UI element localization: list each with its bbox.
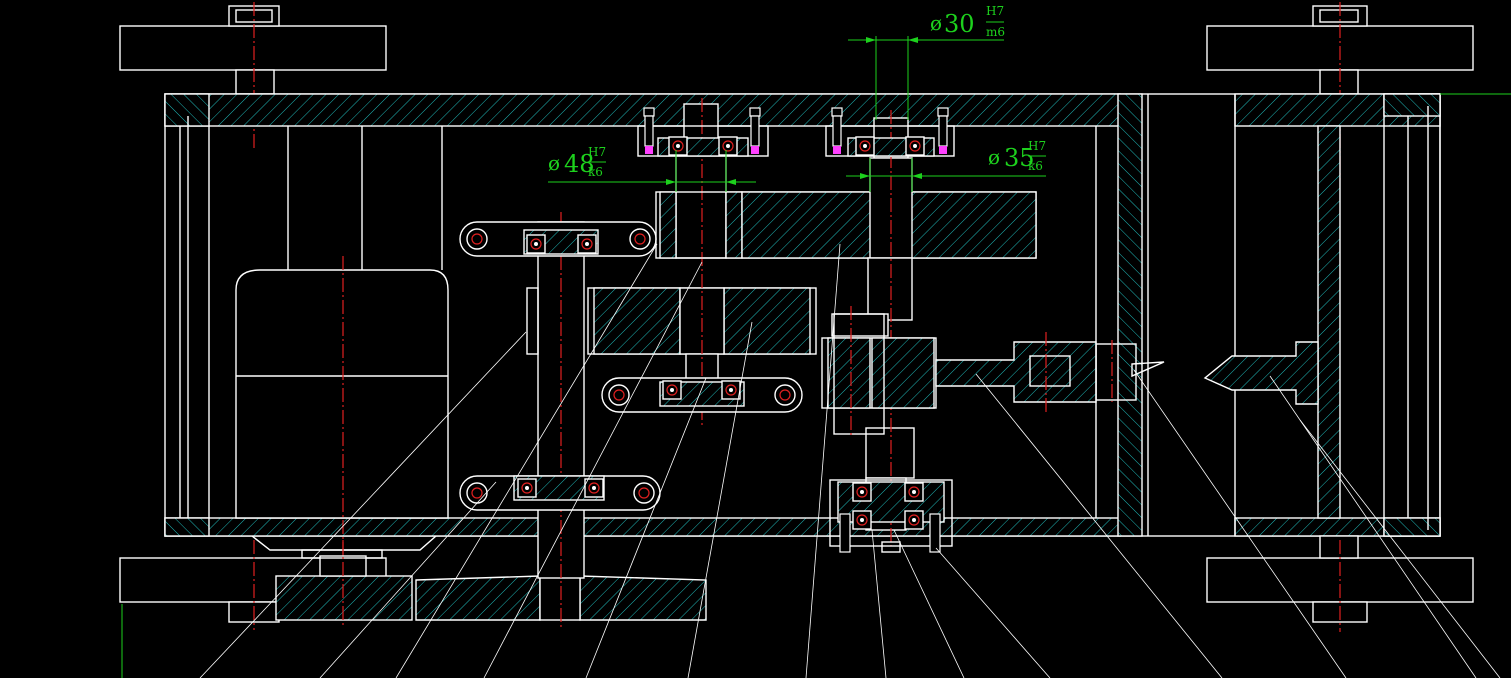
main-frame (164, 93, 1441, 537)
leader-lines (199, 243, 1501, 678)
dim-d48-upper: H7 (588, 145, 606, 159)
right-bottom-wheel (1206, 535, 1474, 632)
upper-gear (655, 191, 1037, 259)
dimension-d35: 35 ø H7 k6 (846, 139, 1046, 192)
dim-d30-upper: H7 (986, 4, 1004, 18)
shaft-3 (825, 107, 955, 553)
dim-d35-prefix: ø (988, 145, 1000, 169)
dim-d35-upper: H7 (1028, 139, 1046, 153)
dim-d35-lower: k6 (1028, 159, 1043, 173)
left-bottom-wheel (119, 540, 413, 630)
middle-gear (587, 287, 817, 355)
crank-cam (821, 306, 1165, 436)
shaft-2 (601, 98, 803, 426)
dim-d48-prefix: ø (548, 151, 560, 175)
dim-d30-prefix: ø (930, 11, 942, 35)
shaft-1 (459, 212, 661, 630)
left-top-wheel (119, 2, 387, 150)
dimension-d48: 48 ø H7 k6 (548, 145, 756, 192)
motor (235, 126, 449, 600)
right-top-wheel (1206, 2, 1474, 180)
dim-d35-size: 35 (1004, 144, 1035, 172)
dim-d48-size: 48 (564, 150, 595, 178)
dim-d30-lower: m6 (986, 25, 1005, 39)
large-pulley (415, 575, 707, 621)
dim-d30-size: 30 (944, 10, 975, 38)
dim-d48-lower: k6 (588, 165, 603, 179)
dimension-d30: 30 ø H7 m6 (848, 4, 1005, 120)
